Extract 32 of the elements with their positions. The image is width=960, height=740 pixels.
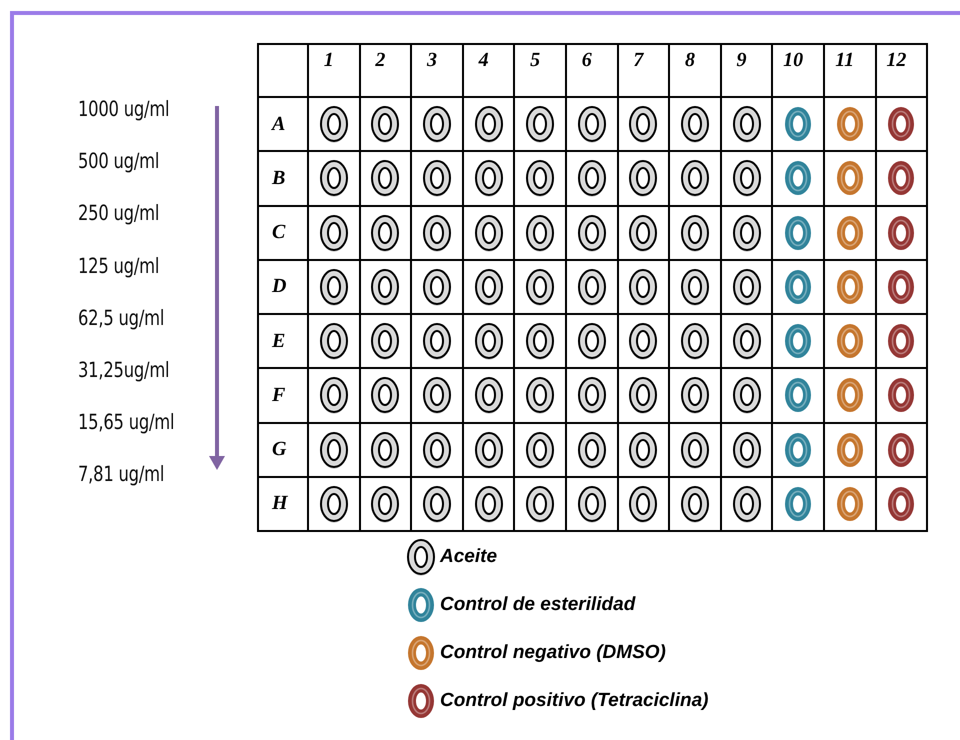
row-letter: B xyxy=(272,166,286,190)
legend-label: Aceite xyxy=(440,546,498,568)
column-number: 5 xyxy=(530,49,540,72)
row-letter: D xyxy=(272,275,286,298)
column-number: 3 xyxy=(426,49,437,72)
column-number: 9 xyxy=(736,49,747,72)
row-letter: H xyxy=(272,492,288,516)
column-number: 12 xyxy=(886,49,906,72)
column-number: 8 xyxy=(684,49,695,72)
row-letter: G xyxy=(272,438,286,462)
legend-label: Control positivo (Tetraciclina) xyxy=(440,690,708,712)
legend-label: Control de esterilidad xyxy=(440,594,636,616)
concentration-label: 125 ug/ml xyxy=(78,254,160,278)
concentration-label: 500 ug/ml xyxy=(78,149,160,174)
column-number: 2 xyxy=(375,49,386,72)
column-number: 1 xyxy=(324,49,334,72)
row-letter: C xyxy=(272,221,286,244)
concentration-label: 1000 ug/ml xyxy=(78,97,170,121)
column-number: 10 xyxy=(783,49,804,72)
row-letter: E xyxy=(272,330,286,353)
concentration-label: 62,5 ug/ml xyxy=(78,306,164,330)
column-number: 6 xyxy=(582,49,592,72)
concentration-label: 7,81 ug/ml xyxy=(78,462,164,486)
row-letter: F xyxy=(272,384,286,407)
row-letter: A xyxy=(272,112,286,136)
concentration-label: 31,25ug/ml xyxy=(78,358,170,382)
concentration-label: 250 ug/ml xyxy=(78,201,160,226)
column-number: 11 xyxy=(835,49,854,72)
column-number: 4 xyxy=(478,49,489,72)
concentration-label: 15,65 ug/ml xyxy=(78,410,174,434)
column-number: 7 xyxy=(633,49,644,72)
legend-label: Control negativo (DMSO) xyxy=(440,642,666,664)
